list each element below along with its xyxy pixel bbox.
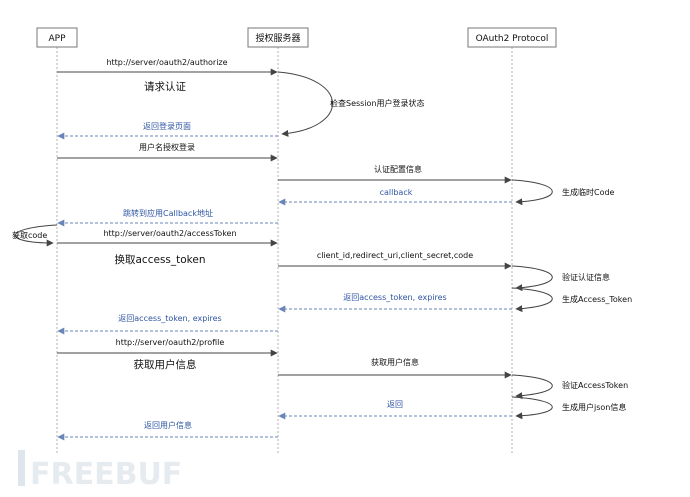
self-call-label: 生成Access_Token [562, 294, 632, 304]
self-call-arrow [511, 396, 553, 420]
message-callback: callback [278, 188, 512, 206]
self-call-get-code: 获取code [12, 224, 58, 247]
message-label: 获取用户信息 [371, 357, 419, 367]
message-get-user-info-heading: 获取用户信息 [134, 358, 197, 371]
self-call-arrow [277, 71, 333, 137]
self-call-check-session: 检查Session用户登录状态 [277, 71, 425, 137]
message-return-login-page: 返回登录页面 [57, 121, 278, 140]
participant-app-label: APP [48, 34, 66, 44]
message-label: 请求认证 [144, 80, 186, 93]
self-call-arrow [511, 287, 553, 313]
message-label: 返回登录页面 [143, 121, 191, 131]
self-call-label: 获取code [12, 230, 47, 240]
participant-oauth2-protocol-label: OAuth2 Protocol [476, 34, 549, 44]
participant-app: APP [36, 27, 78, 48]
message-return: 返回 [278, 400, 512, 420]
message-get-user-info: 获取用户信息 [278, 357, 512, 379]
participant-oauth2-protocol: OAuth2 Protocol [467, 27, 557, 48]
message-auth-config: 认证配置信息 [278, 164, 512, 184]
self-call-verify-access-token: 验证AccessToken [511, 374, 628, 400]
watermark-bar [18, 450, 25, 486]
message-label: 换取access_token [115, 253, 206, 266]
self-call-generate-code: 生成临时Code [511, 179, 615, 206]
message-label: 获取用户信息 [134, 358, 197, 371]
message-access-token-url: http://server/oauth2/accessToken [57, 229, 278, 247]
message-label: client_id,redirect_uri,client_secret,cod… [317, 251, 473, 260]
self-call-generate-user-json: 生成用户json信息 [511, 396, 626, 420]
participant-auth-server-label: 授权服务器 [255, 32, 300, 44]
message-label: http://server/oauth2/accessToken [103, 229, 236, 238]
self-call-label: 验证AccessToken [562, 380, 628, 390]
self-call-verify-auth: 验证认证信息 [511, 265, 610, 292]
message-label: http://server/oauth2/profile [116, 338, 225, 347]
message-return-token-to-server: 返回access_token, expires [278, 293, 512, 313]
watermark: FREEBUF [18, 450, 182, 492]
self-call-arrow [511, 265, 553, 292]
self-call-arrow [511, 374, 553, 400]
message-request-auth: 请求认证 [144, 80, 186, 93]
message-label: 用户名授权登录 [139, 142, 195, 152]
message-username-login: 用户名授权登录 [57, 142, 278, 162]
message-label: 返回用户信息 [144, 420, 192, 430]
participant-auth-server: 授权服务器 [247, 27, 309, 48]
watermark-text: FREEBUF [30, 457, 182, 492]
message-profile-url: http://server/oauth2/profile [57, 338, 278, 357]
self-call-arrow [14, 224, 58, 247]
message-label: 跳转到应用Callback地址 [123, 208, 213, 218]
message-return-token-to-app: 返回access_token, expires [57, 314, 278, 335]
message-label: 认证配置信息 [374, 164, 422, 174]
message-label: 返回access_token, expires [118, 314, 221, 323]
self-call-label: 检查Session用户登录状态 [330, 98, 425, 108]
self-call-label: 生成临时Code [562, 187, 615, 197]
message-label: http://server/oauth2/authorize [106, 58, 227, 67]
self-call-label: 验证认证信息 [562, 272, 610, 282]
message-client-credentials: client_id,redirect_uri,client_secret,cod… [278, 251, 512, 270]
self-call-generate-access-token: 生成Access_Token [511, 287, 632, 313]
self-call-label: 生成用户json信息 [562, 402, 626, 412]
message-redirect-callback: 跳转到应用Callback地址 [57, 208, 278, 227]
message-label: 返回access_token, expires [343, 293, 446, 302]
message-label: 返回 [387, 400, 403, 409]
message-authorize-url: http://server/oauth2/authorize [57, 58, 278, 76]
message-return-user-info: 返回用户信息 [57, 420, 278, 441]
message-exchange-access-token: 换取access_token [115, 253, 206, 266]
message-label: callback [380, 188, 413, 197]
self-call-arrow [511, 179, 553, 206]
